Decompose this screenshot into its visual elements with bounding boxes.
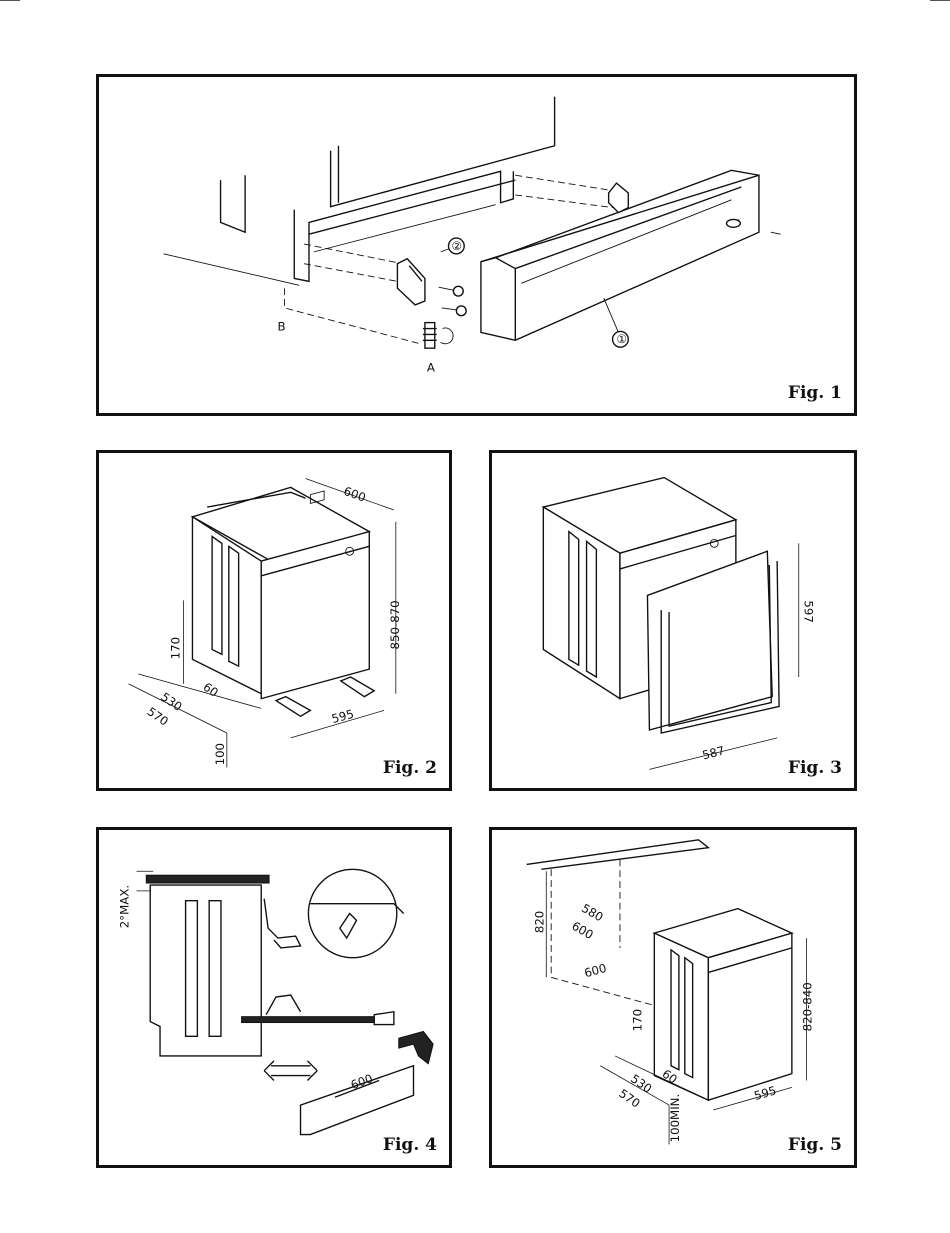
figure-4-caption: Fig. 4 [383, 1135, 437, 1155]
dim-2-deg-max: 2°MAX. [118, 885, 132, 928]
dim-587: 587 [701, 743, 726, 762]
figure-4-panel: 2°MAX. 600 Fig. 4 [96, 827, 452, 1168]
figure-3-panel: 597 587 Fig. 3 [489, 450, 857, 791]
figure-1-panel: ② ① B A Fig. 1 [96, 74, 857, 416]
label-part-2: ② [451, 239, 462, 253]
dim-595: 595 [752, 1083, 777, 1103]
figure-2-panel: 600 850-870 170 60 530 570 595 100 Fig. … [96, 450, 452, 791]
figure-2-drawing: 600 850-870 170 60 530 570 595 100 [99, 453, 449, 788]
label-a: A [427, 361, 435, 375]
crop-mark-left [0, 0, 20, 1]
figure-1-drawing: ② ① B A [99, 77, 854, 413]
dim-597: 597 [802, 600, 816, 622]
figure-1-caption: Fig. 1 [788, 383, 842, 403]
figure-5-drawing: 820 580 600 600 820-840 170 60 530 570 1… [492, 830, 854, 1165]
figure-5-caption: Fig. 5 [788, 1135, 842, 1155]
dim-170: 170 [169, 637, 183, 659]
dim-600-depth: 600 [569, 919, 595, 942]
dim-170: 170 [631, 1009, 645, 1031]
dim-820: 820 [532, 911, 546, 933]
dim-100: 100 [213, 743, 227, 765]
dim-600: 600 [342, 484, 368, 505]
label-b: B [278, 319, 286, 333]
dim-820-840: 820-840 [801, 982, 815, 1031]
dim-60: 60 [201, 680, 221, 700]
crop-mark-right [930, 0, 950, 1]
figure-3-drawing: 597 587 [492, 453, 854, 788]
dim-600-width: 600 [583, 961, 608, 980]
figure-4-drawing: 2°MAX. 600 [99, 830, 449, 1165]
dim-570: 570 [145, 704, 171, 728]
dim-850-870: 850-870 [388, 600, 402, 649]
dim-595: 595 [330, 707, 355, 726]
label-part-1: ① [617, 332, 628, 346]
dim-580: 580 [579, 901, 605, 924]
figure-3-caption: Fig. 3 [788, 758, 842, 778]
figure-2-caption: Fig. 2 [383, 758, 437, 778]
figure-5-panel: 820 580 600 600 820-840 170 60 530 570 1… [489, 827, 857, 1168]
dim-100-min: 100MIN. [668, 1094, 682, 1143]
